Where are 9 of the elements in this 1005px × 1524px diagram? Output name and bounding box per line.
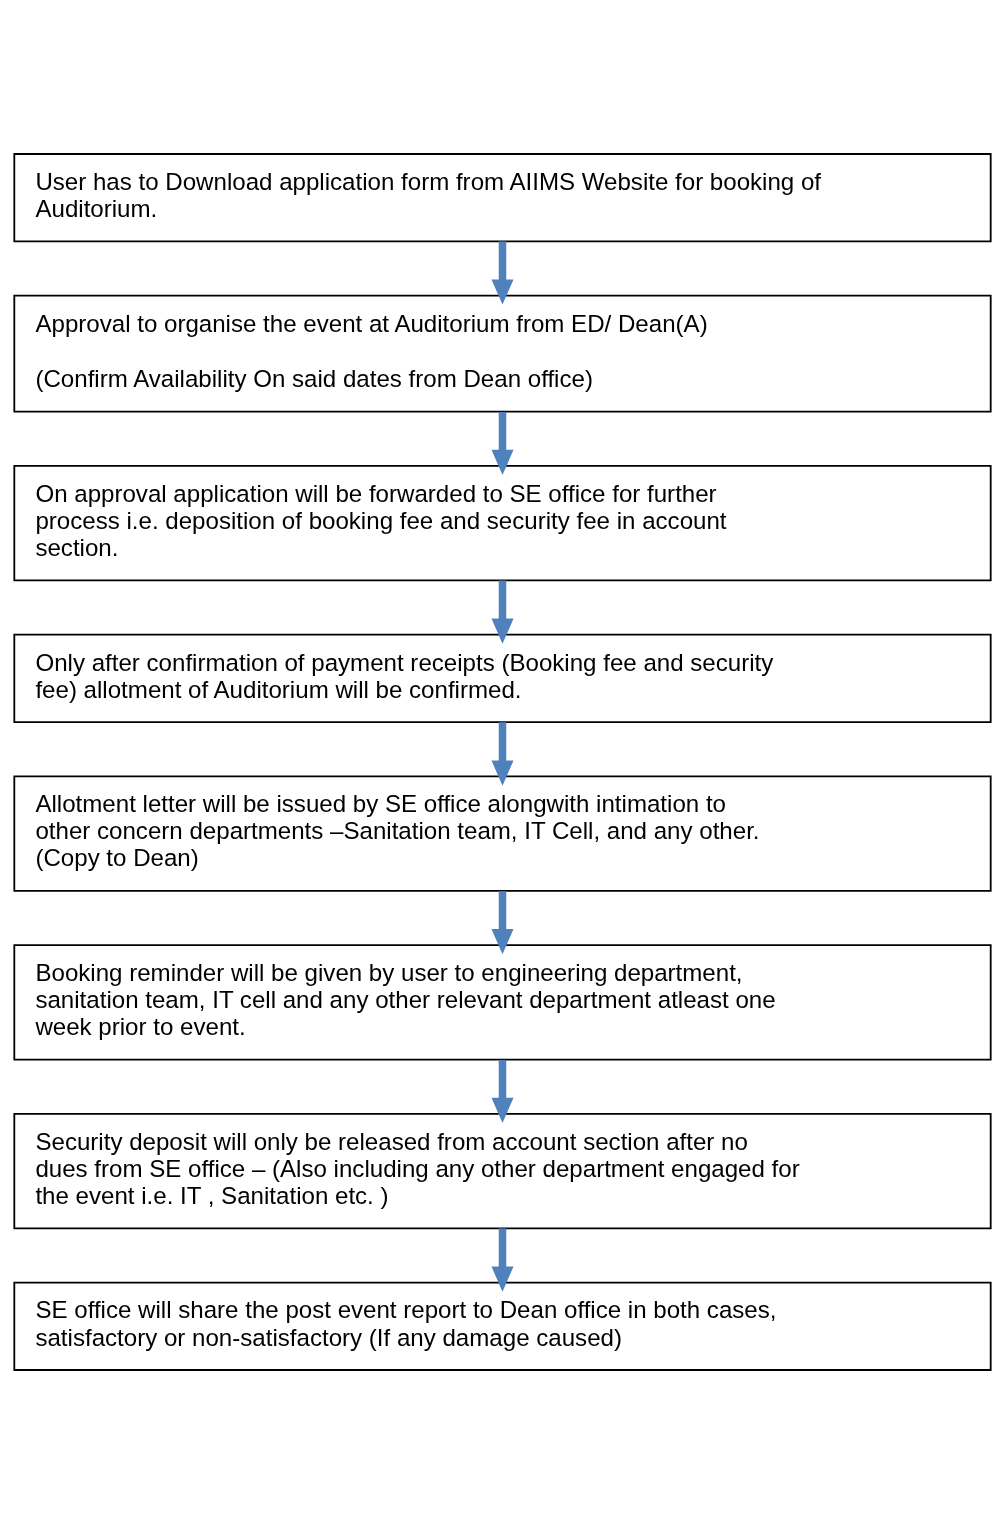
node-box: Approval to organise the event at Auditorium from ED/ Dean(A) (Confirm Availability On said dates from Dean office) (13, 294, 992, 413)
arrow (491, 1059, 514, 1123)
node-box: SE office will share the post event report to Dean office in both cases, satisfactory or non-satisfactory (If any damage caused) (13, 1281, 992, 1371)
node-box: Security deposit will only be released from account section after no dues from SE office – (Also including any other department engaged for the event i.e. IT , Sanitation etc. ) (13, 1112, 992, 1230)
node-box: Only after confirmation of payment receipts (Booking fee and security fee) allotment of Auditorium will be confirmed. (13, 633, 992, 723)
node-box: On approval application will be forwarded to SE office for further process i.e. deposition of booking fee and security fee in account section. (13, 465, 992, 582)
node-box: User has to Download application form from AIIMS Website for booking of Auditorium. (13, 153, 992, 243)
node-box: Allotment letter will be issued by SE office alongwith intimation to other concern departments –Sanitation team, IT Cell, and any other. (Copy to Dean) (13, 775, 992, 892)
node-box: Booking reminder will be given by user to engineering department, sanitation team, IT cell and any other relevant department atleast one week prior to event. (13, 944, 992, 1061)
